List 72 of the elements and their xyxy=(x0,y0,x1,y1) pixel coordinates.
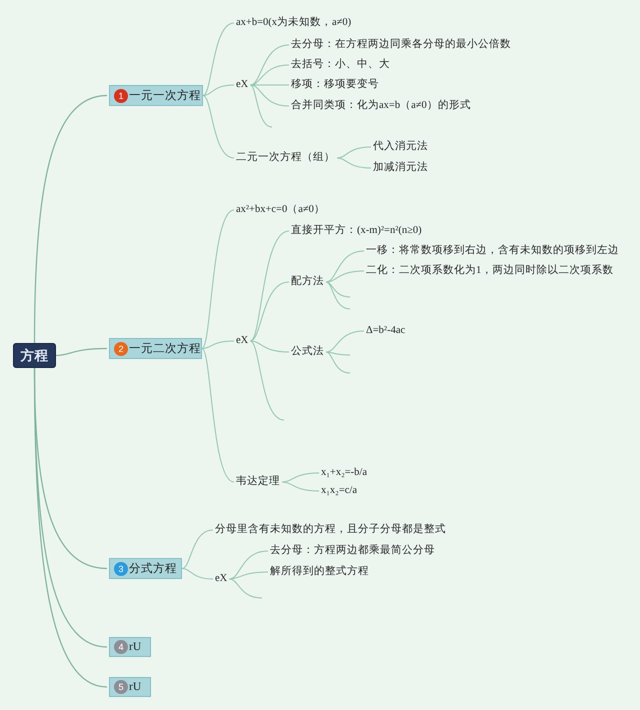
branch-line xyxy=(202,340,234,349)
subtopic-text: eX xyxy=(236,78,248,92)
central-topic-box: 方程 xyxy=(13,343,56,368)
topic-title: rU xyxy=(129,641,142,653)
subtopic-text: eX xyxy=(236,334,248,348)
number-badge: 3 xyxy=(114,562,128,576)
branch-line xyxy=(202,95,234,158)
branch-line xyxy=(182,530,214,569)
branch-line xyxy=(34,94,108,343)
topic-box xyxy=(109,677,151,697)
branch-line xyxy=(182,568,214,580)
branch-line xyxy=(336,146,372,158)
branch-line xyxy=(250,84,272,128)
topic-title: 分式方程 xyxy=(129,561,177,576)
branch-line xyxy=(228,550,268,580)
branch-line xyxy=(250,64,290,86)
subtopic-text: 二元一次方程（组） xyxy=(236,151,335,165)
subtopic-text: 二化：二次项系数化为1，两边同时除以二次项系数 xyxy=(366,264,614,278)
subtopic-text: x₁+x₂=-b/a xyxy=(321,466,367,480)
branch-line xyxy=(56,348,108,356)
subtopic-text: x₁x₂=c/a xyxy=(321,484,357,498)
subtopic-text: 直接开平方：(x-m)²=n²(n≥0) xyxy=(291,224,422,238)
branch-line xyxy=(250,340,290,352)
subtopic-text: 去括号：小、中、大 xyxy=(291,58,390,72)
topic-box xyxy=(109,85,203,106)
branch-line xyxy=(250,84,290,106)
subtopic-text: ax²+bx+c=0（a≠0） xyxy=(236,203,325,217)
branch-line xyxy=(326,250,364,282)
branch-line xyxy=(228,578,262,598)
subtopic-text: 代入消元法 xyxy=(373,140,428,154)
number-badge: 5 xyxy=(114,680,128,694)
branch-line xyxy=(326,352,350,356)
branch-line xyxy=(250,44,290,86)
number-badge: 2 xyxy=(114,342,128,356)
branch-line xyxy=(326,330,364,352)
branch-line xyxy=(250,340,284,420)
subtopic-text: 分母里含有未知数的方程，且分子分母都是整式 xyxy=(215,523,446,537)
topic-title: 一元一次方程 xyxy=(129,88,201,103)
subtopic-text: 解所得到的整式方程 xyxy=(270,565,369,579)
branch-line xyxy=(202,348,234,482)
branch-line xyxy=(336,158,372,168)
branch-line xyxy=(326,282,350,298)
topic-title: rU xyxy=(129,681,142,693)
topic-box xyxy=(109,637,151,657)
number-badge: 4 xyxy=(114,640,128,654)
subtopic-text: Δ=b²-4ac xyxy=(366,324,406,338)
branch-line xyxy=(202,22,234,96)
branch-line xyxy=(326,282,350,310)
branch-line xyxy=(250,282,290,342)
subtopic-text: 一移：将常数项移到右边，含有未知数的项移到左边 xyxy=(366,244,619,258)
topic-box xyxy=(109,558,182,579)
subtopic-text: 韦达定理 xyxy=(236,475,280,489)
branch-line xyxy=(250,230,290,342)
branch-line xyxy=(282,482,320,492)
branch-line xyxy=(202,210,234,349)
number-badge: 1 xyxy=(114,88,128,102)
subtopic-text: 配方法 xyxy=(291,275,324,289)
subtopic-text: 合并同类项：化为ax=b（a≠0）的形式 xyxy=(291,99,471,113)
subtopic-text: 移项：移项要变号 xyxy=(291,78,379,92)
branch-line xyxy=(326,270,364,282)
branch-line xyxy=(202,84,234,96)
topic-title: 一元二次方程 xyxy=(129,341,201,356)
subtopic-text: eX xyxy=(215,572,228,586)
branch-line xyxy=(250,84,290,86)
branch-line xyxy=(326,352,350,374)
subtopic-text: 公式法 xyxy=(291,345,324,359)
subtopic-text: ax+b=0(x为未知数，a≠0) xyxy=(236,16,352,30)
branch-line xyxy=(228,572,268,580)
subtopic-text: 去分母：在方程两边同乘各分母的最小公倍数 xyxy=(291,38,511,52)
subtopic-text: 加减消元法 xyxy=(373,161,428,175)
subtopic-text: 去分母：方程两边都乘最简公分母 xyxy=(270,544,435,558)
topic-box xyxy=(109,338,202,359)
